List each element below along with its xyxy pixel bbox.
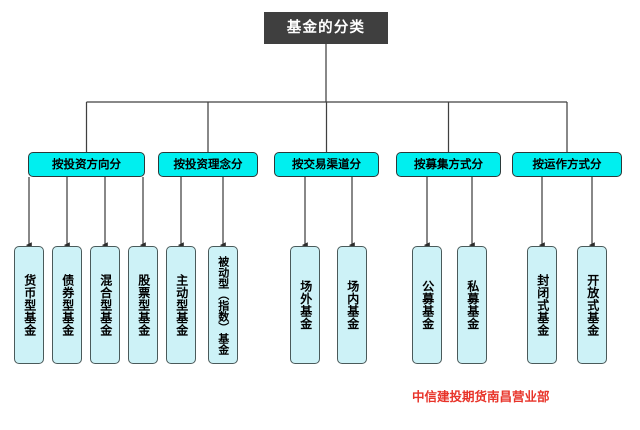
- leaf-box-10[interactable]: 封闭式基金: [527, 246, 557, 364]
- leaf-box-1[interactable]: 债券型基金: [52, 246, 82, 364]
- leaf-box-5[interactable]: 被动型（指数）基金: [208, 246, 238, 364]
- leaf-label: 股票型基金: [136, 273, 151, 337]
- leaf-box-9[interactable]: 私募基金: [457, 246, 487, 364]
- leaf-label: 公募基金: [420, 280, 435, 330]
- leaf-label: 货币型基金: [22, 273, 37, 337]
- category-box-0[interactable]: 按投资方向分: [28, 152, 145, 177]
- category-box-2[interactable]: 按交易渠道分: [274, 152, 379, 177]
- category-box-3[interactable]: 按募集方式分: [396, 152, 501, 177]
- leaf-box-8[interactable]: 公募基金: [412, 246, 442, 364]
- category-label: 按投资理念分: [173, 156, 243, 171]
- category-box-1[interactable]: 按投资理念分: [158, 152, 258, 177]
- category-box-4[interactable]: 按运作方式分: [512, 152, 622, 177]
- category-label: 按投资方向分: [52, 156, 121, 171]
- leaf-box-2[interactable]: 混合型基金: [90, 246, 120, 364]
- leaf-box-3[interactable]: 股票型基金: [128, 246, 158, 364]
- category-label: 按募集方式分: [414, 156, 483, 171]
- branch-watermark: 中信建投期货南昌营业部: [412, 389, 550, 404]
- leaf-label: 债券型基金: [60, 273, 75, 337]
- category-label: 按交易渠道分: [292, 156, 361, 171]
- leaf-label: 场外基金: [298, 280, 313, 330]
- leaf-box-6[interactable]: 场外基金: [290, 246, 320, 364]
- leaf-label: 场内基金: [345, 280, 360, 330]
- leaf-box-11[interactable]: 开放式基金: [577, 246, 607, 364]
- leaf-label: 主动型基金: [174, 273, 189, 337]
- root-title-label: 基金的分类: [286, 19, 366, 36]
- leaf-label: 被动型（指数）基金: [216, 255, 230, 355]
- leaf-box-4[interactable]: 主动型基金: [166, 246, 196, 364]
- leaf-label: 混合型基金: [98, 273, 113, 337]
- root-title-box: 基金的分类: [264, 12, 388, 44]
- leaf-label: 私募基金: [465, 280, 480, 330]
- leaf-label: 开放式基金: [585, 273, 600, 337]
- leaf-box-0[interactable]: 货币型基金: [14, 246, 44, 364]
- category-label: 按运作方式分: [532, 156, 602, 171]
- leaf-label: 封闭式基金: [535, 273, 550, 337]
- leaf-box-7[interactable]: 场内基金: [337, 246, 367, 364]
